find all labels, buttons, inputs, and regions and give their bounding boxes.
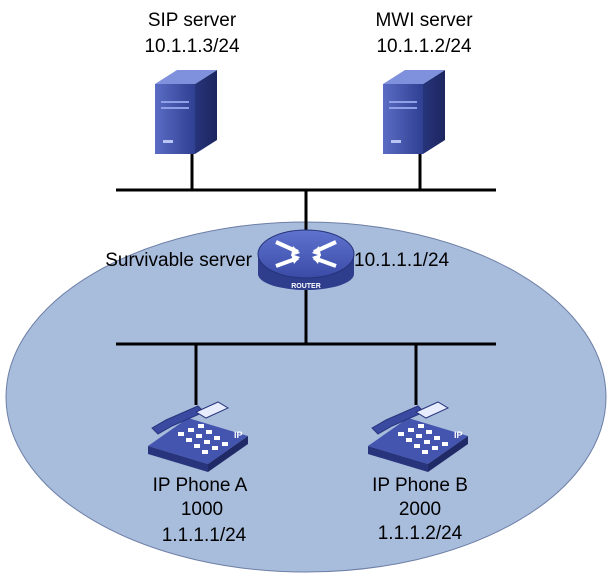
mwi-server-ip: 10.1.1.2/24 (376, 36, 472, 57)
router-ip: 10.1.1.1/24 (354, 250, 450, 271)
phone-b-name: IP Phone B (372, 475, 468, 496)
sip-server-icon (155, 70, 217, 154)
phone-a-number: 1000 (181, 499, 223, 520)
phone-a-name: IP Phone A (153, 475, 248, 496)
router-name: Survivable server (105, 250, 252, 271)
ip-phone-b-icon: IP (368, 401, 468, 472)
phone-a-ip: 1.1.1.1/24 (162, 525, 247, 546)
ip-phone-a-icon: IP (148, 401, 248, 472)
sip-server-ip: 10.1.1.3/24 (144, 36, 240, 57)
phone-b-number: 2000 (399, 499, 441, 520)
mwi-server-name: MWI server (375, 10, 473, 31)
sip-server-name: SIP server (148, 10, 237, 31)
phone-a-badge: IP (234, 430, 243, 440)
phone-b-badge: IP (454, 430, 463, 440)
phone-b-ip: 1.1.1.2/24 (378, 523, 463, 544)
router-badge: ROUTER (291, 283, 321, 290)
mwi-server-icon (383, 70, 445, 154)
router-icon: ROUTER (257, 229, 355, 290)
